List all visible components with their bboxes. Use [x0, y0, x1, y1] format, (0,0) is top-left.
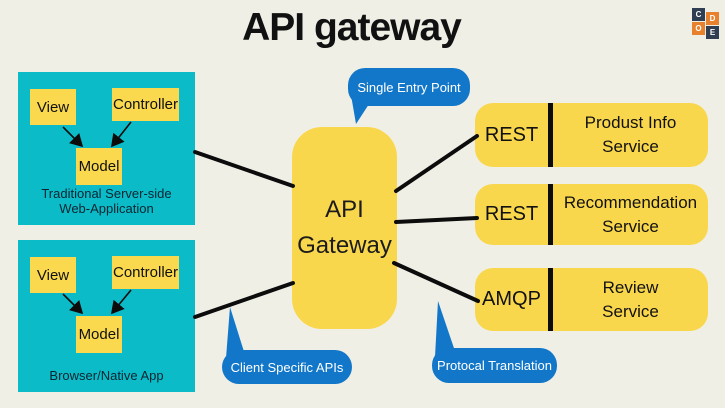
callout-text: Protocal Translation [437, 358, 552, 373]
panel-caption: Traditional Server-side Web-Application [18, 186, 195, 216]
service-name: Recommendation Service [553, 184, 708, 245]
service-name-line: Review [602, 277, 659, 297]
connector-webapp-gateway [193, 150, 295, 188]
service-name-line: Service [602, 216, 659, 236]
traditional-webapp-panel: View Controller Model Traditional Server… [18, 72, 195, 225]
service-divider [548, 268, 553, 331]
view-node: View [30, 257, 76, 293]
service-divider [548, 103, 553, 167]
logo-square-e: E [706, 26, 719, 39]
service-name-line: Recommendation [563, 192, 698, 212]
model-node: Model [76, 316, 122, 353]
service-name-line: Produst Info [584, 113, 677, 132]
panel-caption-line: Browser/Native App [49, 368, 164, 383]
panel-caption-line: Traditional Server-side [41, 186, 172, 201]
service-name-line: Service [602, 301, 659, 321]
callout-client-specific-apis: Client Specific APIs [222, 350, 352, 384]
service-card-recommendation: REST Recommendation Service [475, 184, 708, 245]
service-card-product-info: REST Produst Info Service [475, 103, 708, 167]
model-node: Model [76, 148, 122, 185]
connector-gateway-product [394, 134, 479, 193]
controller-node: Controller [112, 256, 179, 289]
callout-single-entry-point: Single Entry Point [348, 68, 470, 106]
service-name: Produst Info Service [553, 103, 708, 167]
connector-gateway-review [392, 261, 480, 303]
service-divider [548, 184, 553, 245]
page-title: API gateway [242, 6, 462, 49]
gateway-label-line: API [325, 196, 364, 223]
connector-gateway-recommendation [394, 216, 479, 224]
api-gateway-node: API Gateway [292, 127, 397, 329]
protocol-label: AMQP [482, 288, 541, 310]
controller-node: Controller [112, 88, 179, 121]
protocol-label: REST [484, 203, 539, 225]
panel-caption: Browser/Native App [18, 368, 195, 383]
service-name-line: Service [602, 137, 659, 156]
panel-caption-line: Web-Application [59, 201, 154, 216]
logo-square-c: C [692, 8, 705, 21]
service-name: Review Service [553, 268, 708, 331]
protocol-label: REST [484, 123, 539, 146]
code-logo: C D O E [0, 0, 725, 45]
connector-browser-gateway [193, 281, 295, 319]
gateway-label-line: Gateway [297, 232, 392, 259]
logo-square-o: O [692, 22, 705, 35]
logo-square-d: D [706, 12, 719, 25]
service-card-review: AMQP Review Service [475, 268, 708, 331]
browser-native-panel: View Controller Model Browser/Native App [18, 240, 195, 392]
callout-text: Single Entry Point [357, 79, 461, 95]
view-node: View [30, 89, 76, 125]
callout-protocol-translation: Protocal Translation [432, 348, 557, 383]
callout-text: Client Specific APIs [230, 359, 344, 375]
